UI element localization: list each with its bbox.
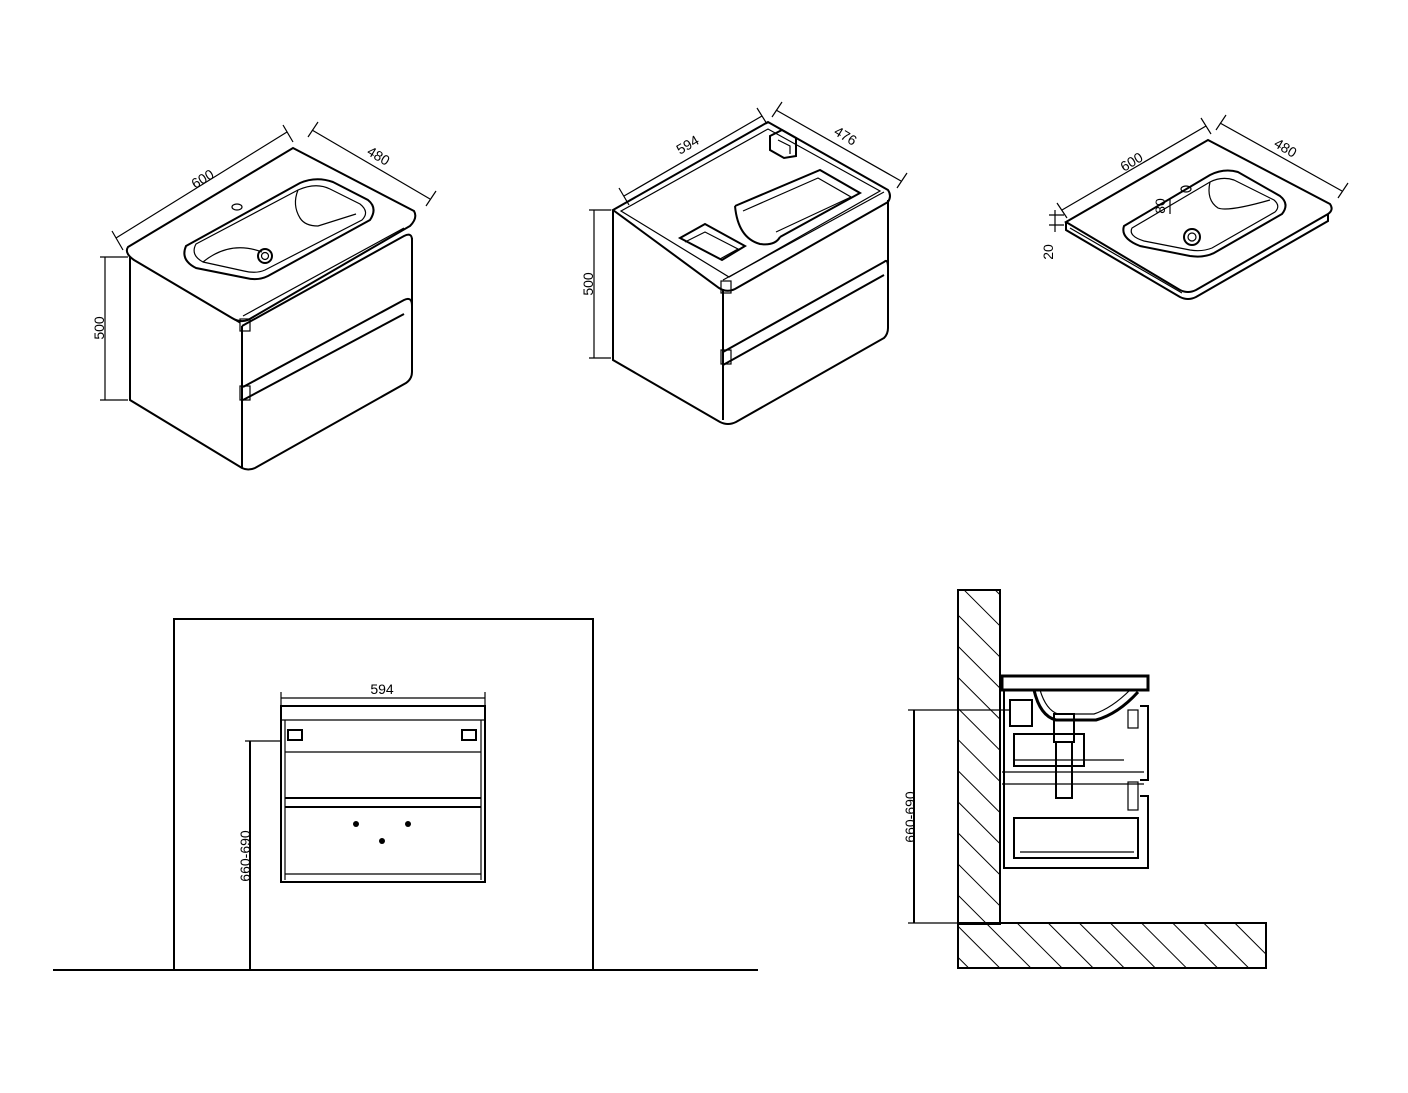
dim-basin-width-label: 600	[1117, 149, 1145, 175]
dim-open-depth-label: 476	[831, 123, 859, 149]
dim-basin-thickness-label: 20	[1040, 244, 1056, 260]
dim-height-label: 500	[91, 316, 107, 340]
open-cabinet-view: 594 476 500	[580, 101, 908, 425]
dim-depth-label: 480	[364, 143, 392, 169]
cabinet-with-basin-view: 600 480 500	[91, 121, 437, 471]
side-section-view: 660-690	[902, 589, 1267, 969]
basin-view: 80 600 480 20	[1040, 114, 1349, 300]
dim-front-width-label: 594	[370, 681, 394, 697]
dim-width-label: 600	[188, 166, 216, 192]
dim-basin-depth-label: 480	[1271, 135, 1299, 161]
dim-bowl-depth-label: 80	[1152, 198, 1168, 214]
dim-front-mount-label: 660-690	[237, 830, 253, 882]
dim-side-mount-label: 660-690	[902, 791, 918, 843]
dim-open-height-label: 500	[580, 272, 596, 296]
front-elevation-view: 594 660-690	[53, 618, 758, 971]
